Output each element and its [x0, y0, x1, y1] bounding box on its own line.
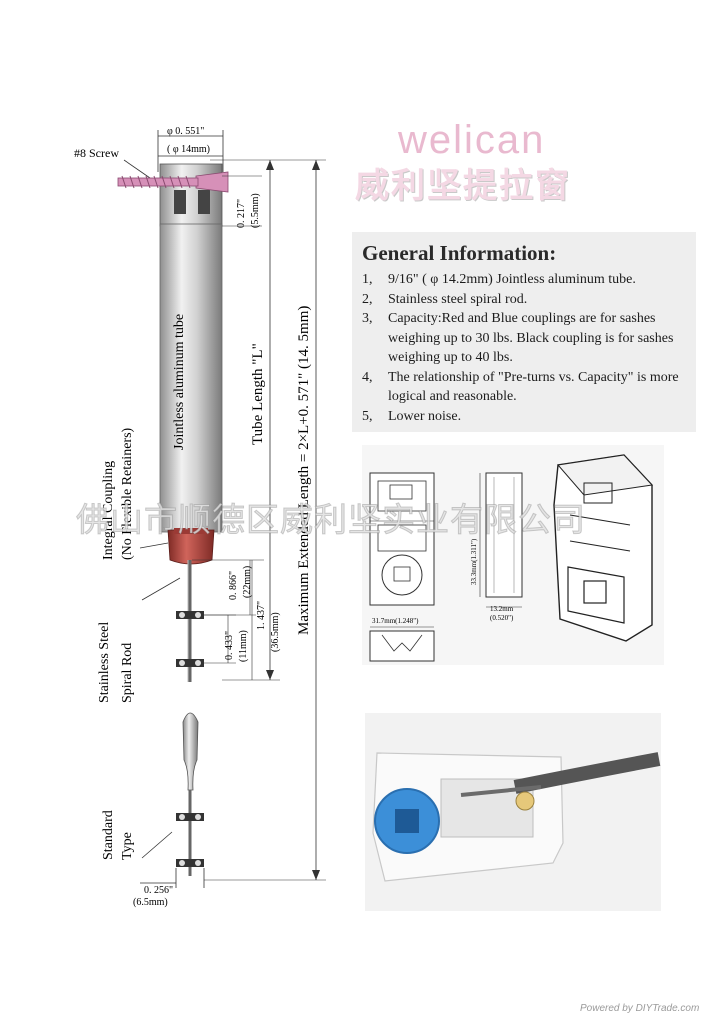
diameter-dimension: φ 0. 551" ( φ 14mm): [157, 126, 224, 172]
tube-in-photo: [513, 752, 661, 794]
powered-by-footer: Powered by DIYTrade.com: [580, 1003, 700, 1014]
dim1-mm: (22mm): [242, 566, 253, 598]
tube-cap: [159, 163, 223, 227]
brand-logo-cn: 威利坚提拉窗: [355, 166, 571, 206]
aluminum-tube: [159, 223, 223, 533]
rod-sublabel: Spiral Rod: [120, 643, 135, 703]
max-length-label: Maximum Extended Length = 2×L+0. 571" (1…: [296, 306, 312, 635]
isometric-view-drawing: [553, 454, 654, 642]
dim2-mm: (36.5mm): [270, 612, 281, 652]
diameter-inches: φ 0. 551": [167, 126, 204, 137]
tube-length-label: Tube Length "L": [250, 343, 266, 445]
side-view-drawing: 33.3mm(1.311") 13.2mm (0.520"): [470, 472, 523, 622]
info-title: General Information:: [362, 241, 557, 265]
cap-slot-left: [174, 190, 186, 214]
height-dimension: 33.3mm(1.311"): [470, 538, 478, 585]
info-item: 5, Lower noise.: [362, 407, 692, 427]
info-item-text: The relationship of "Pre-turns vs. Capac…: [388, 369, 679, 405]
watermark: 佛山市顺德区威利坚实业有限公司: [76, 500, 586, 540]
screw-icon: [117, 171, 229, 193]
depth-dimension: 13.2mm: [490, 605, 514, 613]
info-item: 1, 9/16" ( φ 14.2mm) Jointless aluminum …: [362, 270, 692, 290]
standard-tip: [182, 712, 199, 791]
coupling-sublabel: (No Flexible Retainers): [120, 427, 135, 560]
cap-slot-right: [198, 190, 210, 214]
coupling-label: Integral Coupling: [101, 461, 116, 560]
top-dim-mm: (5.5mm): [250, 193, 261, 228]
info-item-text: Capacity:Red and Blue couplings are for …: [388, 311, 674, 365]
dim3-mm: (11mm): [238, 630, 249, 662]
info-item-number: 3,: [362, 311, 373, 326]
standard-nut-bottom: [176, 859, 204, 867]
balance-technical-drawing: φ 0. 551" ( φ 14mm) #8 Screw Jointless a…: [74, 126, 326, 908]
bottom-dim-mm: (6.5mm): [133, 897, 168, 908]
bottom-view-drawing: 31.7mm(1.248"): [369, 617, 435, 662]
rod-nut-top: [176, 611, 204, 619]
rod-label: Stainless Steel: [97, 622, 112, 703]
info-item: 3, Capacity:Red and Blue couplings are f…: [362, 309, 692, 368]
coupling-photo: [372, 752, 661, 882]
info-item-number: 4,: [362, 369, 373, 385]
brand-logo-en: welican: [398, 118, 546, 162]
screw-label: #8 Screw: [74, 146, 119, 160]
info-item-text: Stainless steel spiral rod.: [388, 291, 528, 307]
standard-nut-top: [176, 813, 204, 821]
standard-label: Standard: [101, 810, 116, 860]
info-item-text: Lower noise.: [388, 408, 462, 424]
rod-nut-bottom: [176, 659, 204, 667]
info-item-number: 1,: [362, 272, 373, 287]
info-item-number: 2,: [362, 291, 373, 307]
diameter-mm: ( φ 14mm): [167, 144, 210, 155]
dim3-inches: 0. 433": [224, 631, 235, 660]
info-list: 1, 9/16" ( φ 14.2mm) Jointless aluminum …: [362, 270, 692, 426]
dim1-inches: 0. 866": [228, 571, 239, 600]
dim2-inches: 1. 437": [256, 601, 267, 630]
coupling-drawings: 33.3mm(1.311") 13.2mm (0.520") 31.7mm(1.…: [369, 454, 654, 662]
bottom-dim-inches: 0. 256": [144, 885, 173, 896]
info-item-text: 9/16" ( φ 14.2mm) Jointless aluminum tub…: [388, 272, 636, 287]
info-item-number: 5,: [362, 408, 373, 424]
width-dimension: 31.7mm(1.248"): [372, 617, 419, 625]
depth-dimension-inches: (0.520"): [490, 614, 514, 622]
standard-sublabel: Type: [120, 832, 135, 860]
tube-label: Jointless aluminum tube: [172, 314, 187, 450]
info-item: 2, Stainless steel spiral rod.: [362, 290, 692, 310]
info-item: 4, The relationship of "Pre-turns vs. Ca…: [362, 368, 692, 407]
info-panel: [352, 232, 696, 432]
front-view-drawing: [369, 472, 435, 606]
top-dim-inches: 0. 217": [236, 199, 247, 228]
